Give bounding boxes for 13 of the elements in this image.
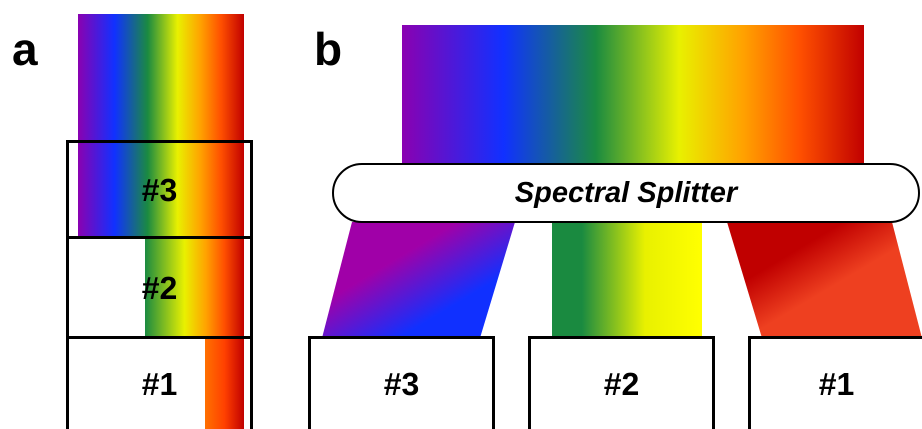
cell-label: #1 bbox=[142, 366, 178, 402]
splitter-label: Spectral Splitter bbox=[514, 176, 738, 210]
cell-label: #1 bbox=[818, 366, 854, 402]
solar-cell-box bbox=[528, 336, 715, 429]
solar-cell-box bbox=[66, 336, 253, 429]
panel-label: a bbox=[12, 26, 38, 72]
solar-cell-box bbox=[748, 336, 922, 429]
solar-cell-box bbox=[308, 336, 495, 429]
cell-label: #3 bbox=[384, 366, 420, 402]
cell-label: #2 bbox=[604, 366, 640, 402]
solar-cell-box bbox=[66, 140, 253, 238]
panel-label: b bbox=[314, 26, 342, 72]
solar-cell-box bbox=[66, 236, 253, 338]
